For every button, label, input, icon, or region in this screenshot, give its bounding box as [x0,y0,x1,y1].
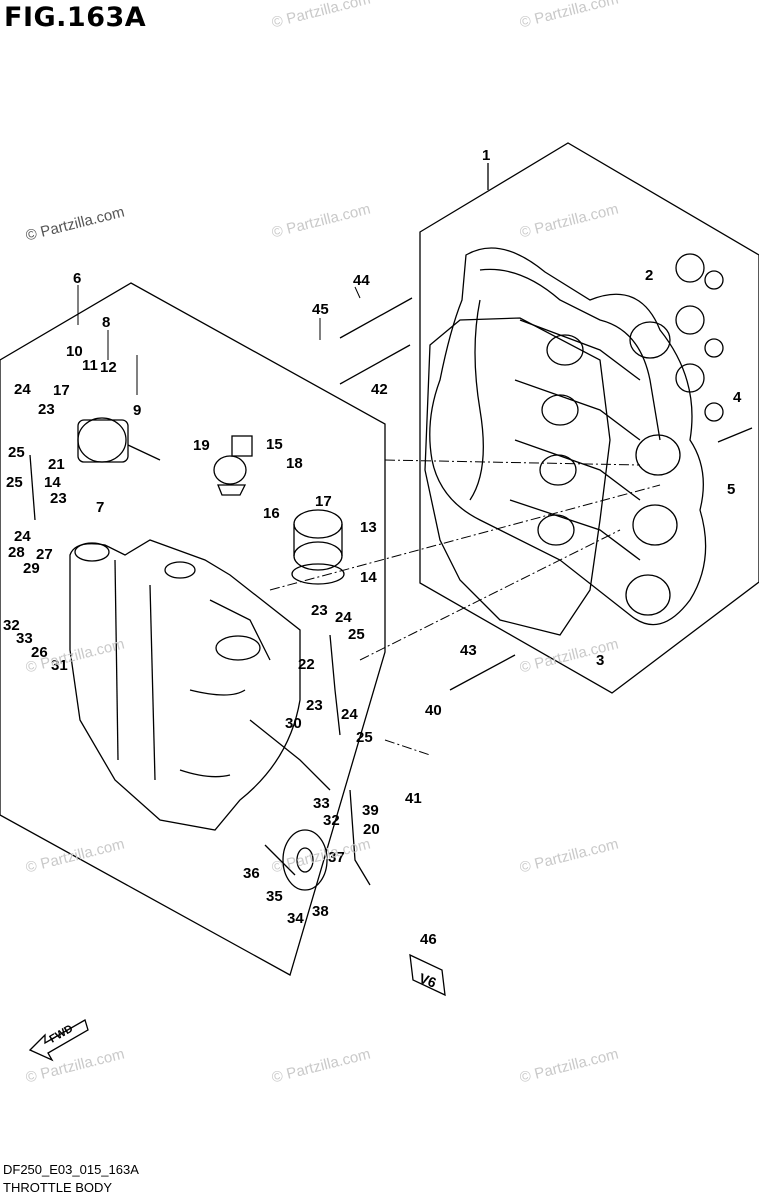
figure-code: DF250_E03_015_163A [3,1162,139,1177]
callout-24a: 24 [14,381,31,398]
throttle-linkage [29,454,371,891]
callout-32b: 32 [323,812,340,829]
callout-21: 21 [48,456,65,473]
callout-6: 6 [73,270,81,287]
callout-19: 19 [193,437,210,454]
intake-manifold-group-box [419,142,759,694]
gasket-3 [424,317,611,636]
callout-40: 40 [425,702,442,719]
callout-14b: 14 [360,569,377,586]
callout-10: 10 [66,343,83,360]
callout-26: 26 [31,644,48,661]
throttle-body-casting [69,539,301,831]
callout-17: 17 [53,382,70,399]
callout-17b: 17 [315,493,332,510]
fwd-arrow [28,1019,89,1062]
callout-30: 30 [285,715,302,732]
bolt-42 [339,344,411,385]
throttle-actuator-9 [77,417,161,463]
callout-20: 20 [363,821,380,838]
callout-33b: 33 [313,795,330,812]
callout-7: 7 [96,499,104,516]
callout-4: 4 [733,389,742,406]
callout-15: 15 [266,436,283,453]
callout-18: 18 [286,455,303,472]
bolt-43 [449,654,516,691]
callout-16: 16 [263,505,280,522]
throttle-body-13 [291,509,345,585]
callout-8: 8 [102,314,110,331]
callout-44: 44 [353,272,370,289]
callout-37: 37 [328,849,345,866]
callout-41: 41 [405,790,422,807]
throttle-body-group-box [0,282,386,976]
callout-9: 9 [133,402,141,419]
callout-11: 11 [82,357,98,374]
callout-3: 3 [596,652,604,669]
bolt-4 [717,427,753,443]
figure-title: FIG.163A [4,2,147,33]
callout-23d: 23 [306,697,323,714]
callout-2: 2 [645,267,653,284]
callout-22: 22 [298,656,315,673]
gasket-2 [675,253,724,422]
callout-46: 46 [420,931,437,948]
callout-24c: 24 [335,609,352,626]
callout-25d: 25 [356,729,373,746]
callout-14: 14 [44,474,61,491]
callout-45: 45 [312,301,329,318]
callout-29: 29 [23,560,40,577]
v6-emblem-46 [409,953,446,997]
callout-13: 13 [360,519,377,536]
callout-35: 35 [266,888,283,905]
callout-12: 12 [100,359,117,376]
callout-42: 42 [371,381,388,398]
callout-25b: 25 [6,474,23,491]
callout-34: 34 [287,910,304,927]
v6-emblem-text: V6 [417,970,439,991]
callout-24b: 24 [14,528,31,545]
intake-manifold [429,247,707,626]
figure-subtitle: THROTTLE BODY [3,1180,113,1195]
callout-39: 39 [362,802,379,819]
callout-1: 1 [482,147,490,164]
callout-27: 27 [36,546,53,563]
callout-23b: 23 [50,490,67,507]
callout-43: 43 [460,642,477,659]
callout-25c: 25 [348,626,365,643]
callout-23c: 23 [311,602,328,619]
callout-32a: 32 [3,617,20,634]
callout-23a: 23 [38,401,55,418]
callout-36: 36 [243,865,260,882]
idle-air-valve-15 [213,435,253,496]
callout-5: 5 [727,481,735,498]
callout-25a: 25 [8,444,25,461]
callout-31: 31 [51,657,68,674]
bolt-44 [339,297,413,339]
callout-24d: 24 [341,706,358,723]
callout-33a: 33 [16,630,33,647]
callout-28: 28 [8,544,25,561]
callout-38: 38 [312,903,329,920]
